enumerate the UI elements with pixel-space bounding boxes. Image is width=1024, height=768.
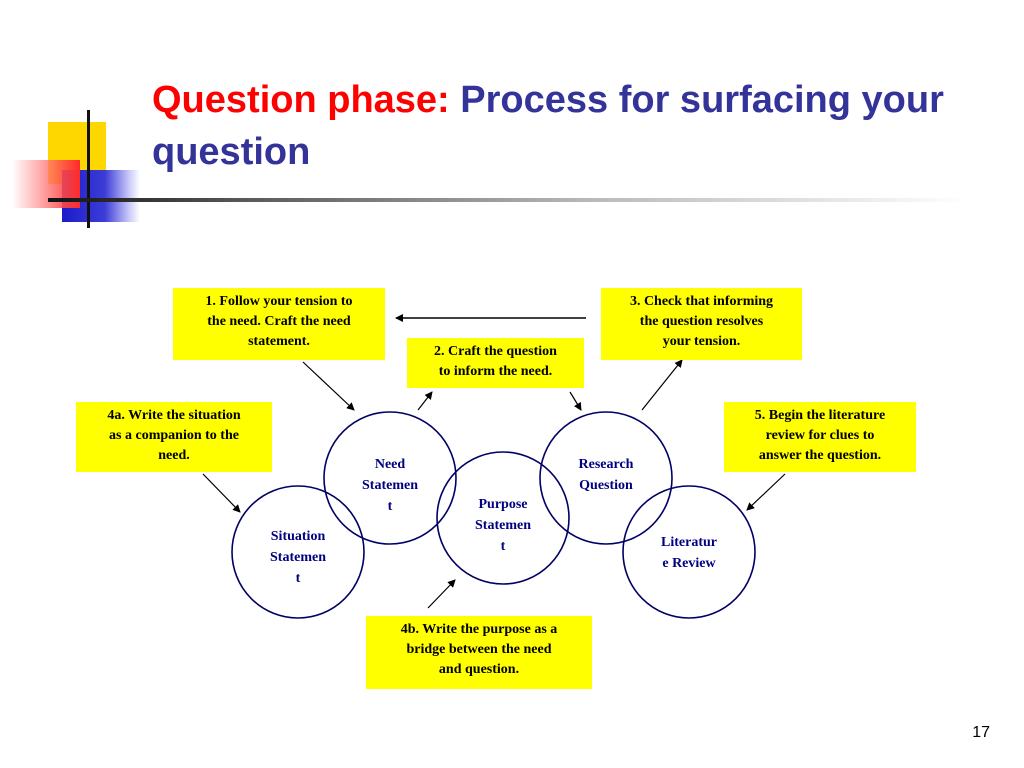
label-research-question: Research Question: [578, 457, 634, 493]
title-prefix: Question phase:: [152, 79, 450, 121]
title-underline: [48, 198, 968, 202]
circle-need-statement: [323, 411, 457, 545]
label-purpose-statement: Purpose Statemen t: [475, 497, 531, 554]
arrow-step2-to-research: [569, 391, 582, 411]
box-step3: 3. Check that informing the question res…: [601, 288, 802, 360]
circle-purpose-statement: [436, 451, 570, 585]
box-step2: 2. Craft the question to inform the need…: [407, 338, 584, 388]
decor-vertical-line: [87, 110, 90, 228]
arrow-step4b-to-purpose: [427, 579, 456, 609]
label-situation-statement: Situation Statemen t: [270, 529, 326, 586]
arrow-need-to-step2: [417, 391, 433, 411]
box-step5: 5. Begin the literature review for clues…: [724, 402, 916, 472]
circle-situation-statement: [231, 485, 365, 619]
arrow-step5-to-literature: [746, 473, 786, 511]
arrow-step1-to-need: [302, 361, 355, 411]
box-step1: 1. Follow your tension to the need. Craf…: [173, 288, 385, 360]
circle-research-question: [539, 411, 673, 545]
box-step4a: 4a. Write the situation as a companion t…: [76, 402, 272, 472]
title-main: Process for surfacing your question: [152, 79, 944, 173]
box-step4b: 4b. Write the purpose as a bridge betwee…: [366, 616, 592, 689]
label-need-statement: Need Statemen t: [362, 457, 418, 514]
arrow-research-to-step3: [641, 359, 683, 411]
circle-literature-review: [622, 485, 756, 619]
label-literature-review: Literatur e Review: [661, 535, 717, 571]
slide-title: Question phase: Process for surfacing yo…: [152, 74, 972, 178]
page-number: 17: [972, 724, 990, 741]
arrow-step4a-to-situation: [202, 473, 241, 513]
